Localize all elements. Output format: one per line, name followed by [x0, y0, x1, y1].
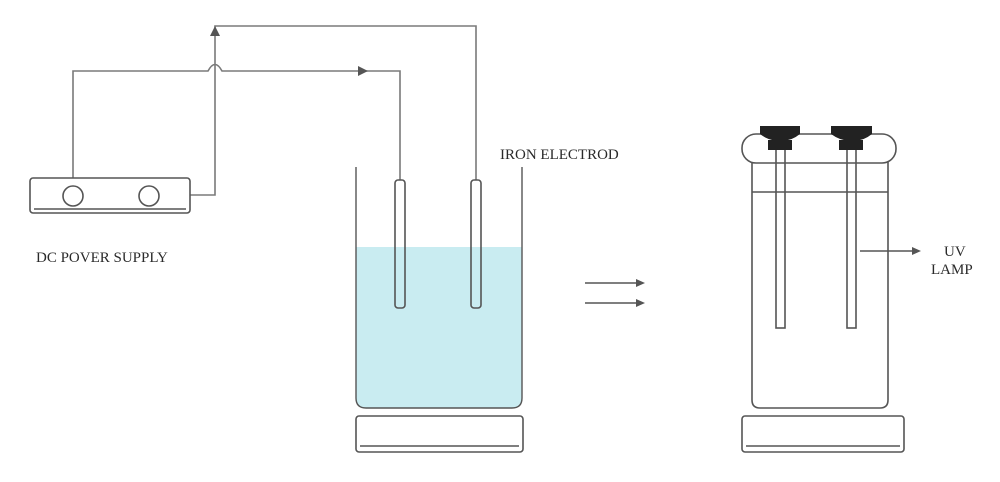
wire-to-left-electrode — [72, 63, 401, 192]
dc-power-supply — [29, 177, 191, 214]
electrolysis-beaker — [355, 167, 523, 409]
wire-arrow-up — [210, 26, 220, 36]
beaker-outline — [355, 167, 523, 409]
uv-lamp-socket-right — [839, 140, 863, 150]
uv-reactor-lid — [741, 133, 897, 164]
uv-reactor — [741, 126, 921, 409]
wiring — [72, 25, 477, 196]
process-arrow-top-head — [636, 279, 645, 287]
power-terminal-right — [138, 185, 160, 207]
uv-lamp-socket-left — [768, 140, 792, 150]
beaker-liquid — [356, 247, 522, 408]
process-arrows — [585, 279, 645, 307]
process-arrow-bottom-head — [636, 299, 645, 307]
wire-arrow-right — [358, 66, 368, 76]
beaker-stand — [355, 415, 524, 453]
iron-electrode-right — [470, 179, 482, 309]
uv-lamp-cap-left — [760, 126, 800, 141]
stand-body — [355, 415, 524, 453]
power-terminal-left — [62, 185, 84, 207]
uv-label-line2: LAMP — [931, 262, 973, 278]
uv-label-line1: UV — [944, 244, 966, 260]
uv-stand-body — [741, 415, 905, 453]
iron-electrode-label: IRON ELECTROD — [500, 147, 619, 163]
uv-stand — [741, 415, 905, 453]
uv-lamp-cap-right — [831, 126, 872, 141]
wire-to-right-electrode — [158, 25, 477, 196]
power-supply-body — [29, 177, 191, 214]
power-supply-label: DC POVER SUPPLY — [36, 250, 168, 266]
iron-electrode-left — [394, 179, 406, 309]
uv-lamp-pointer-head — [912, 247, 921, 255]
uv-vessel — [751, 159, 889, 409]
